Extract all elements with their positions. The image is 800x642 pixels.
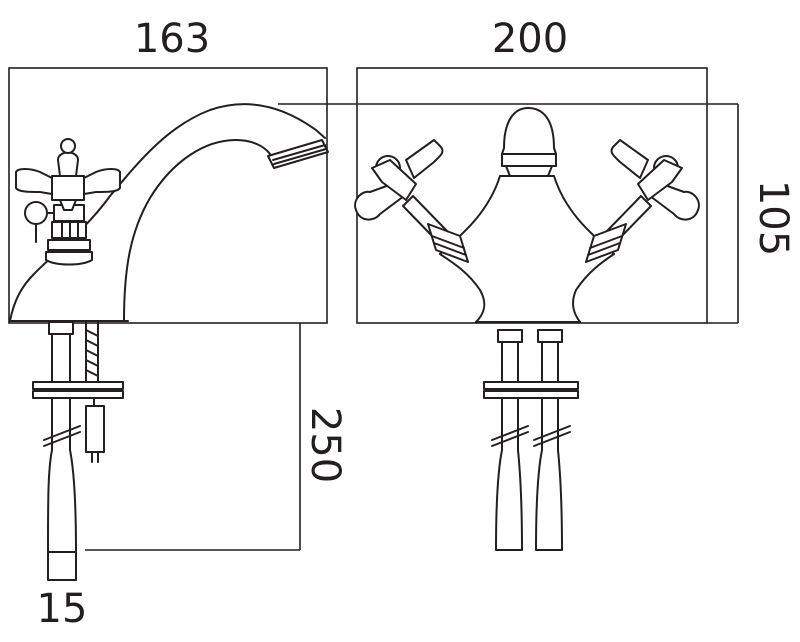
- dimension-height: 105: [750, 180, 796, 256]
- dimension-front-width: 163: [134, 16, 210, 62]
- dimension-side-width: 200: [492, 16, 568, 62]
- dimension-lines: [8, 67, 739, 551]
- dimension-tail-length: 250: [302, 407, 348, 483]
- tap-side-view: [354, 107, 700, 551]
- tap-front-view: [9, 103, 329, 581]
- dimension-tail-diameter: 15: [37, 586, 88, 632]
